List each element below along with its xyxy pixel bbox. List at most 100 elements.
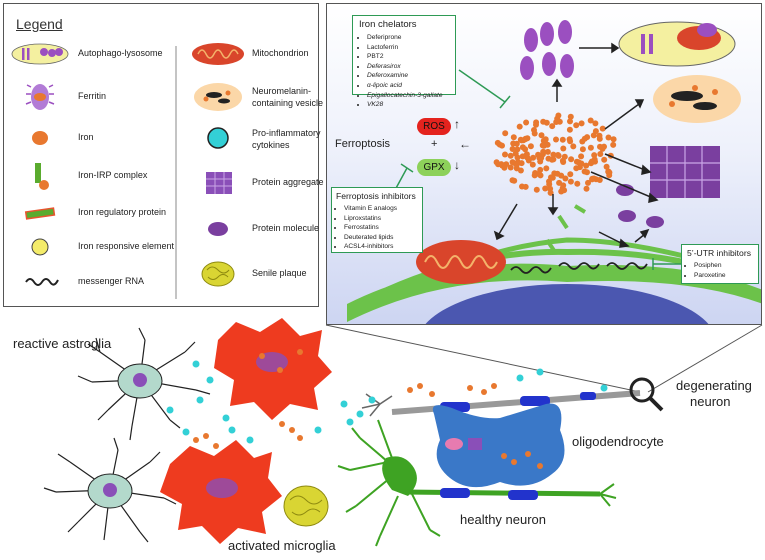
iron-particle (583, 185, 590, 192)
myelin-segment (440, 402, 470, 412)
chelator-item: VK28 (367, 100, 443, 110)
iron-particle (592, 120, 599, 127)
iron-particle (578, 153, 585, 160)
iron-particle (279, 421, 285, 427)
cytokine-icon (207, 127, 229, 149)
iron-particle (509, 159, 516, 166)
iron-particle (543, 119, 550, 126)
iron-particle (605, 134, 612, 141)
iron-particle (549, 123, 556, 130)
ferroptosis-label: Ferroptosis (335, 138, 391, 150)
iron-particle (554, 170, 561, 177)
mitochondrion-icon (192, 43, 244, 65)
autophagolysosome-icon (11, 43, 69, 65)
iron-particle (516, 123, 523, 130)
iron-particle (297, 435, 303, 441)
iron-regulatory-protein-icon (24, 207, 56, 220)
protein-molecules (616, 184, 664, 228)
protein-aggregate-icon (206, 172, 232, 194)
magnifier-icon (629, 377, 655, 403)
legend-label-iron: Iron (78, 132, 94, 142)
iron-particle (578, 160, 585, 167)
iron-particle (533, 186, 540, 193)
iron-particle (536, 171, 542, 177)
iron-particle (561, 153, 568, 160)
iron-particle (502, 130, 509, 137)
legend-label-neuromelanin-2: containing vesicle (252, 98, 324, 108)
microglia-bottom-organelle (206, 478, 238, 498)
mrna-icon (25, 278, 59, 286)
cytokine-particle (368, 396, 376, 404)
iron-particle (610, 141, 617, 148)
iron-particle (550, 151, 557, 158)
cell-detail-panel: Iron chelators Deferiprone Lactoferrin P… (326, 3, 762, 325)
iron-particle (573, 122, 580, 129)
iron-particle (603, 163, 610, 170)
inhibitor-item: Deuterated lipids (344, 233, 397, 243)
cytokine-particle (536, 368, 544, 376)
legend-label-autophagolysosome: Autophago-lysosome (78, 48, 163, 58)
iron-irp-complex-icon (35, 163, 49, 190)
iron-pool (493, 112, 617, 196)
zoom-connector-left (325, 324, 641, 393)
iron-particle (566, 136, 573, 143)
iron-particle (507, 152, 514, 159)
iron-particle (501, 453, 507, 459)
cytokine-particle (196, 396, 204, 404)
chelator-item: α-lipoic acid (367, 81, 443, 91)
legend-label-neuromelanin-1: Neuromelanin- (252, 86, 312, 96)
iron-particle (573, 158, 580, 165)
iron-particle (544, 148, 551, 155)
oligodendrocyte-body (432, 403, 565, 488)
iron-particle (297, 349, 303, 355)
ferritin-icon (25, 84, 55, 110)
iron-chelators-title: Iron chelators (359, 19, 417, 30)
senile-plaque-scene (283, 485, 329, 527)
iron-particle (538, 132, 545, 139)
iron-particle (525, 451, 531, 457)
iron-particle (523, 119, 530, 126)
ferritin-cluster (520, 20, 574, 80)
iron-particle (581, 168, 588, 175)
iron-particle (567, 118, 573, 125)
iron-particle (596, 135, 603, 142)
iron-particle (581, 135, 588, 142)
iron-particle (591, 152, 598, 159)
iron-particle (589, 175, 596, 182)
iron-particle (555, 112, 562, 119)
cell-detail-graphics (347, 20, 761, 324)
legend-panel: Legend (3, 3, 324, 307)
ros-pill: ROS (417, 118, 451, 135)
utr-inhibitors-title: 5’-UTR inhibitors (687, 248, 751, 258)
iron-particle (562, 175, 569, 182)
iron-icon (32, 131, 48, 145)
legend-label-irp: Iron regulatory protein (78, 207, 167, 217)
ferroptosis-inhibitors-list: Vitamin E analogs Liproxstatins Ferrosta… (332, 204, 397, 252)
iron-particle (493, 159, 500, 166)
iron-particle (517, 167, 524, 174)
iron-particle (203, 433, 209, 439)
iron-particle (407, 387, 413, 393)
iron-chelators-list: Deferiprone Lactoferrin PBT2 Deferasirox… (355, 33, 443, 110)
iron-particle (587, 144, 594, 151)
iron-particle (599, 125, 606, 132)
ros-up-arrow: ↑ (454, 117, 460, 131)
label-oligodendrocyte: oligodendrocyte (572, 434, 664, 449)
iron-particle (601, 143, 607, 150)
iron-particle (518, 160, 525, 167)
iron-particle (542, 136, 549, 143)
iron-particle (545, 155, 552, 162)
legend-label-cytokines-1: Pro-inflammatory (252, 128, 321, 138)
iron-particle (511, 459, 517, 465)
iron-particle (529, 161, 536, 168)
utr-inhibitors-list: Posiphen Paroxetine (682, 261, 726, 280)
iron-particle (543, 165, 550, 172)
legend-label-protein-molecule: Protein molecule (252, 223, 320, 233)
iron-particle (573, 165, 580, 172)
iron-particle (560, 145, 567, 152)
cytokine-particle (222, 414, 230, 422)
neuromelanin-vesicle-icon (194, 83, 242, 111)
ferroptosis-inhibitors-title: Ferroptosis inhibitors (336, 191, 416, 201)
iron-particle (585, 179, 591, 186)
inhibitor-item: ACSL4-inhibitors (344, 242, 397, 252)
